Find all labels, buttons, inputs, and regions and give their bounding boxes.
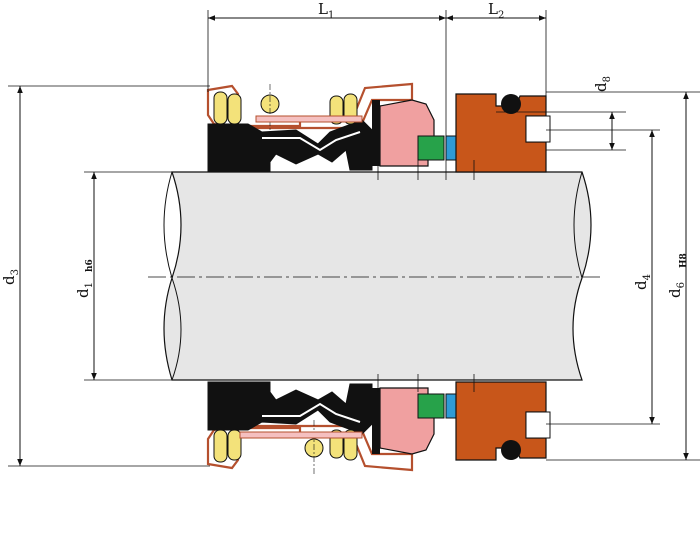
label-d6-tolerance: H8 [679,253,689,268]
rotary-face-bottom-step [372,388,380,454]
seal-top-half [206,82,551,173]
shaft-body [163,171,592,381]
label-d1: d1 [74,282,95,298]
label-d6: d6 [666,282,687,298]
green-ring-top [417,135,445,161]
label-d4: d4 [632,274,653,290]
seal-bottom-half [206,381,551,474]
green-ring-bottom [417,393,445,419]
shaft-break-left [163,171,182,381]
bellows-bottom-highlight [262,402,361,423]
spring-top-1 [213,91,228,125]
shaft [148,171,600,381]
rotary-face-top-step [372,100,380,166]
spring-bottom-1 [213,429,228,463]
dimension-lines [17,15,689,466]
bellows-top [207,119,373,173]
label-d1-tolerance: h6 [85,259,95,272]
oring-bottom [501,440,521,460]
dimension-labels: L1 L2 d3 d1 h6 d8 d4 d6 H8 [0,0,689,298]
extension-lines [8,10,700,467]
seat-bottom-groove [525,411,551,439]
label-L1: L1 [318,0,334,21]
label-d8: d8 [592,76,613,92]
label-L2: L2 [488,0,504,21]
bellows-bottom [207,381,373,435]
shaft-break-right [573,171,583,279]
spring-top-2 [227,93,242,125]
spring-bottom-2 [227,429,242,461]
drive-plate-bottom [239,431,363,439]
drive-plate-top [255,115,363,123]
oring-top [501,94,521,114]
bellows-top-highlight [262,131,361,152]
seat-top-groove [525,115,551,143]
label-d3: d3 [0,269,21,285]
